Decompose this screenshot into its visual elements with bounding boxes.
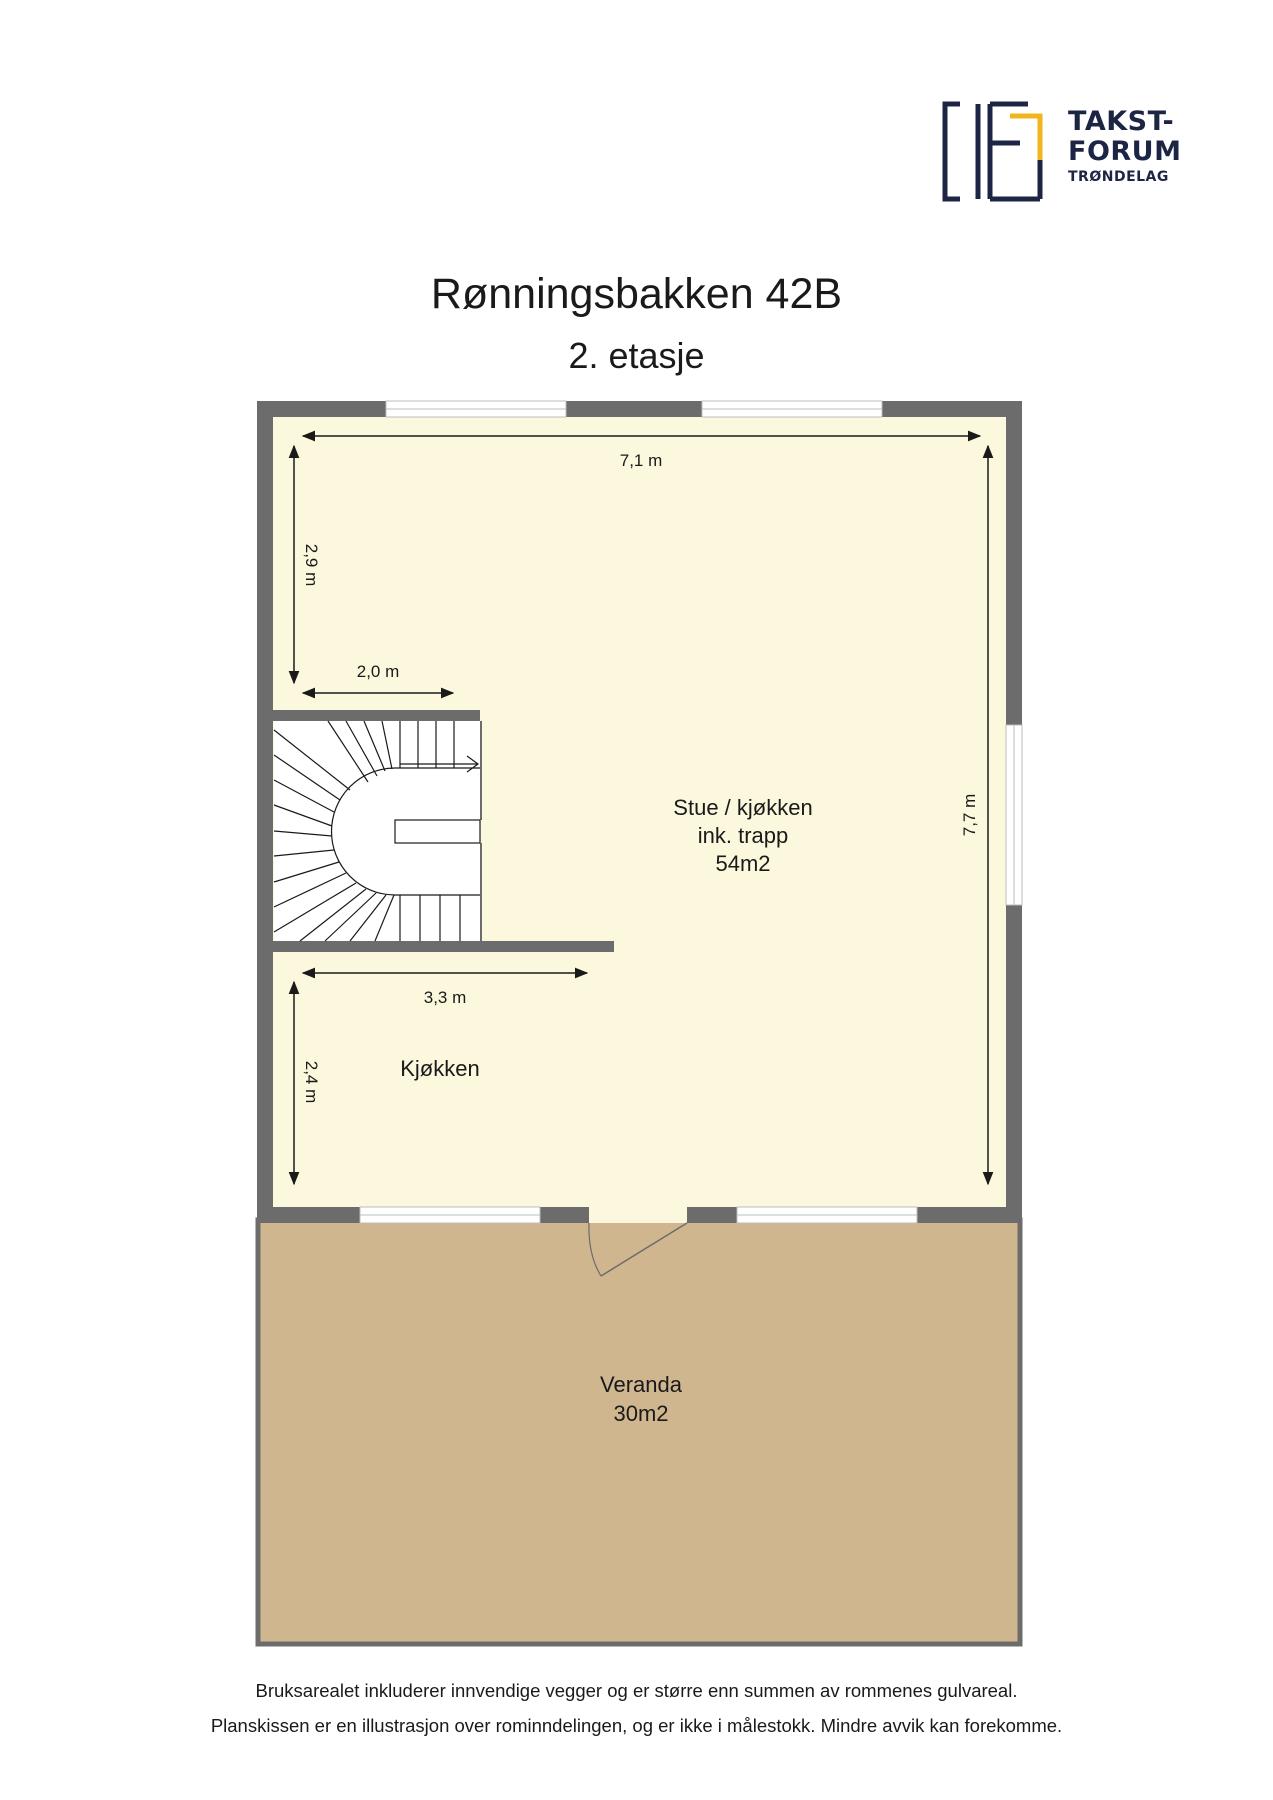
- veranda-door-leaf: [600, 1222, 688, 1277]
- dim-kitchen-width: 3,3 m: [424, 988, 467, 1007]
- staircase: [273, 720, 481, 942]
- room-stue-name: Stue / kjøkken: [673, 795, 812, 820]
- stair-wall-bottom: [273, 941, 614, 952]
- footer-note-2: Planskissen er en illustrasjon over romi…: [210, 1715, 1063, 1736]
- room-veranda-area: 30m2: [613, 1401, 668, 1426]
- footer-note-1: Bruksarealet inkluderer innvendige vegge…: [255, 1680, 1018, 1701]
- page-title: Rønningsbakken 42B: [430, 270, 843, 318]
- dim-right-height: 7,7 m: [960, 794, 979, 837]
- brand-name: TAKST- FORUM TRØNDELAG: [1068, 108, 1181, 184]
- brand-line3: TRØNDELAG: [1068, 169, 1169, 185]
- veranda-door-swing: [588, 1222, 602, 1277]
- dim-top-width: 7,1 m: [620, 451, 663, 470]
- room-stue-area: 54m2: [715, 851, 770, 876]
- room-veranda-name: Veranda: [600, 1372, 683, 1397]
- veranda-floor: [255, 1217, 1023, 1647]
- floor-subtitle: 2. etasje: [568, 335, 705, 376]
- takstforum-logo-icon: [942, 101, 1043, 202]
- dim-kitchen-height: 2,4 m: [302, 1061, 321, 1104]
- room-kjokken-name: Kjøkken: [400, 1056, 479, 1081]
- stair-wall-top: [273, 710, 480, 721]
- brand-line2: FORUM: [1068, 136, 1182, 167]
- room-stue-note: ink. trapp: [698, 823, 789, 848]
- veranda-door-opening: [589, 1207, 687, 1223]
- dim-stair-width: 2,0 m: [357, 662, 400, 681]
- brand-line1: TAKST-: [1068, 106, 1175, 137]
- dim-left-upper: 2,9 m: [302, 544, 321, 587]
